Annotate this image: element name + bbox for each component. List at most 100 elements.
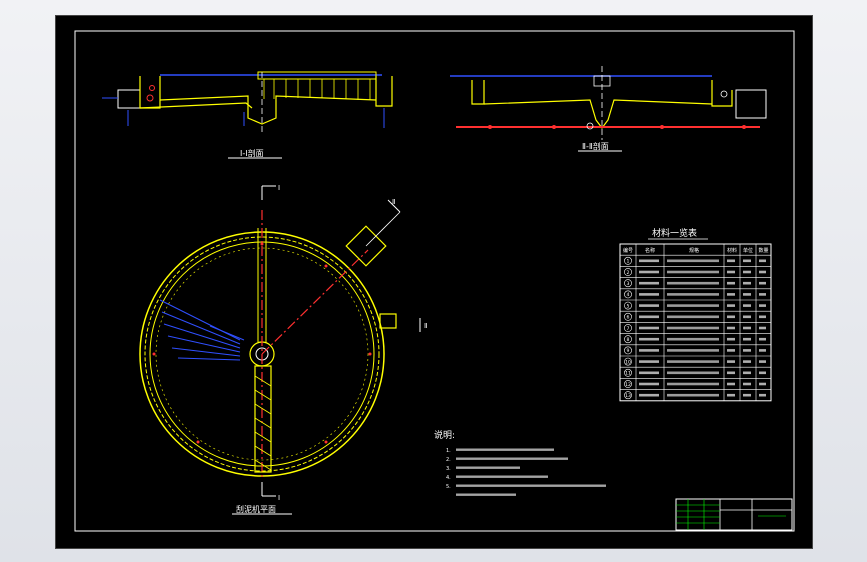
inner-border bbox=[74, 30, 795, 532]
notes-list: 1. 2. 3. 4. 5. bbox=[446, 448, 606, 496]
table-cell-text bbox=[667, 349, 719, 352]
table-row-number: 7 bbox=[627, 326, 630, 332]
table-cell-text bbox=[759, 337, 766, 341]
table-cell-text bbox=[727, 360, 735, 363]
note-number: 3. bbox=[446, 466, 451, 472]
table-title: 材料一览表 bbox=[652, 227, 697, 239]
note-text-line bbox=[456, 466, 520, 469]
table-row-number: 4 bbox=[627, 292, 630, 298]
table-cell-text bbox=[639, 382, 659, 386]
table-cell-text bbox=[743, 393, 751, 397]
table-row-marker bbox=[624, 279, 632, 288]
table-cell-text bbox=[639, 304, 659, 307]
section-1-title: Ⅰ-Ⅰ剖面 bbox=[240, 148, 264, 158]
table-cell-text bbox=[667, 259, 719, 263]
table-cell-text bbox=[667, 393, 719, 397]
table-row-number: 8 bbox=[627, 337, 630, 343]
note-text-line bbox=[456, 457, 568, 460]
table-cell-text bbox=[743, 337, 751, 341]
clarifier-plan bbox=[139, 185, 421, 497]
table-row-marker bbox=[624, 391, 632, 400]
table-row-marker bbox=[624, 268, 632, 276]
table-cell-text bbox=[727, 315, 735, 319]
table-cell-text bbox=[667, 371, 719, 375]
table-row-number: 5 bbox=[627, 303, 630, 309]
table-cell-text bbox=[759, 315, 766, 319]
table-row-number: 9 bbox=[627, 348, 630, 354]
table-cell-text bbox=[667, 281, 719, 285]
note-text-line bbox=[456, 484, 606, 487]
section-mark-right: Ⅱ bbox=[424, 322, 427, 330]
table-cell-text bbox=[759, 360, 766, 363]
table-header-cell: 单位 bbox=[743, 247, 753, 254]
table-row-marker bbox=[624, 335, 632, 344]
table-cell-text bbox=[667, 326, 719, 330]
table-cell-text bbox=[727, 304, 735, 307]
note-number: 1. bbox=[446, 448, 451, 454]
table-cell-text bbox=[639, 337, 659, 341]
table-cell-text bbox=[727, 270, 735, 274]
table-cell-text bbox=[727, 293, 735, 296]
table-row-marker bbox=[624, 380, 632, 388]
table-row-number: 13 bbox=[625, 393, 631, 399]
section-mark-bottom: Ⅰ bbox=[278, 494, 280, 502]
table-row-number: 2 bbox=[627, 270, 630, 276]
table-row-marker bbox=[624, 324, 632, 332]
table-cell-text bbox=[759, 393, 766, 397]
table-cell-text bbox=[743, 259, 751, 263]
table-row-marker bbox=[624, 301, 632, 310]
note-number: 5. bbox=[446, 484, 451, 490]
table-cell-text bbox=[743, 382, 751, 386]
table-cell-text bbox=[667, 382, 719, 386]
table-row-number: 6 bbox=[627, 315, 630, 321]
table-cell-text bbox=[743, 349, 751, 352]
table-cell-text bbox=[743, 293, 751, 296]
table-cell-text bbox=[727, 393, 735, 397]
note-number: 2. bbox=[446, 457, 451, 463]
table-row-marker bbox=[624, 256, 632, 265]
table-cell-text bbox=[639, 393, 659, 397]
section-2-drawing bbox=[450, 66, 767, 140]
table-cell-text bbox=[727, 326, 735, 330]
table-cell-text bbox=[639, 315, 659, 319]
table-cell-text bbox=[727, 281, 735, 285]
plan-title: 刮泥机平面 bbox=[236, 504, 276, 514]
table-row-marker bbox=[624, 357, 632, 366]
table-cell-text bbox=[727, 259, 735, 263]
table-cell-text bbox=[639, 259, 659, 263]
note-number: 4. bbox=[446, 475, 451, 481]
table-row-number: 3 bbox=[627, 281, 630, 287]
table-cell-text bbox=[759, 349, 766, 352]
table-header-cell: 编号 bbox=[623, 247, 633, 254]
table-cell-text bbox=[667, 304, 719, 307]
table-cell-text bbox=[743, 270, 751, 274]
table-cell-text bbox=[727, 382, 735, 386]
table-row-number: 12 bbox=[625, 382, 631, 388]
table-cell-text bbox=[667, 293, 719, 296]
table-header-cell: 规格 bbox=[689, 247, 699, 254]
table-cell-text bbox=[667, 360, 719, 363]
table-cell-text bbox=[639, 326, 659, 330]
table-cell-text bbox=[639, 293, 659, 296]
table-header-cell: 材料 bbox=[727, 247, 737, 254]
table-cell-text bbox=[743, 371, 751, 375]
table-cell-text bbox=[727, 371, 735, 375]
table-cell-text bbox=[639, 281, 659, 285]
table-row-number: 10 bbox=[625, 359, 631, 365]
section-mark-top: Ⅰ bbox=[278, 184, 280, 192]
note-text-line bbox=[456, 475, 548, 478]
table-cell-text bbox=[759, 371, 766, 375]
table-row-number: 1 bbox=[627, 259, 630, 265]
note-text-line bbox=[456, 448, 554, 451]
table-cell-text bbox=[667, 315, 719, 319]
table-cell-text bbox=[667, 270, 719, 274]
table-row-marker bbox=[624, 346, 632, 355]
table-cell-text bbox=[639, 360, 659, 363]
table-cell-text bbox=[759, 259, 766, 263]
title-block bbox=[675, 498, 793, 531]
table-row-marker bbox=[624, 368, 632, 377]
table-cell-text bbox=[639, 270, 659, 274]
table-cell-text bbox=[727, 337, 735, 341]
table-cell-text bbox=[639, 349, 659, 352]
